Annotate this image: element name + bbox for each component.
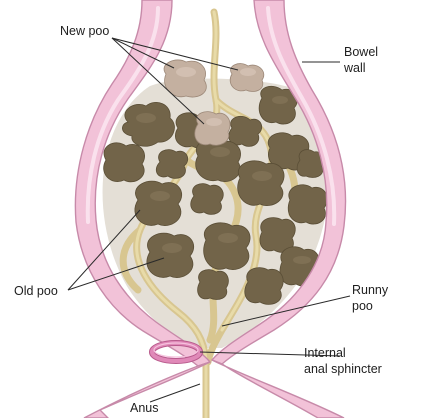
label-runny-poo-line1: Runny [352,283,389,297]
label-sphincter-line1: Internal [304,346,346,360]
label-old-poo: Old poo [14,284,58,298]
label-anus: Anus [130,401,159,415]
label-new-poo: New poo [60,24,109,38]
label-sphincter-line2: anal sphincter [304,362,382,376]
label-runny-poo-line2: poo [352,299,373,313]
label-bowel-wall-line1: Bowel [344,45,378,59]
label-bowel-wall-line2: wall [343,61,366,75]
